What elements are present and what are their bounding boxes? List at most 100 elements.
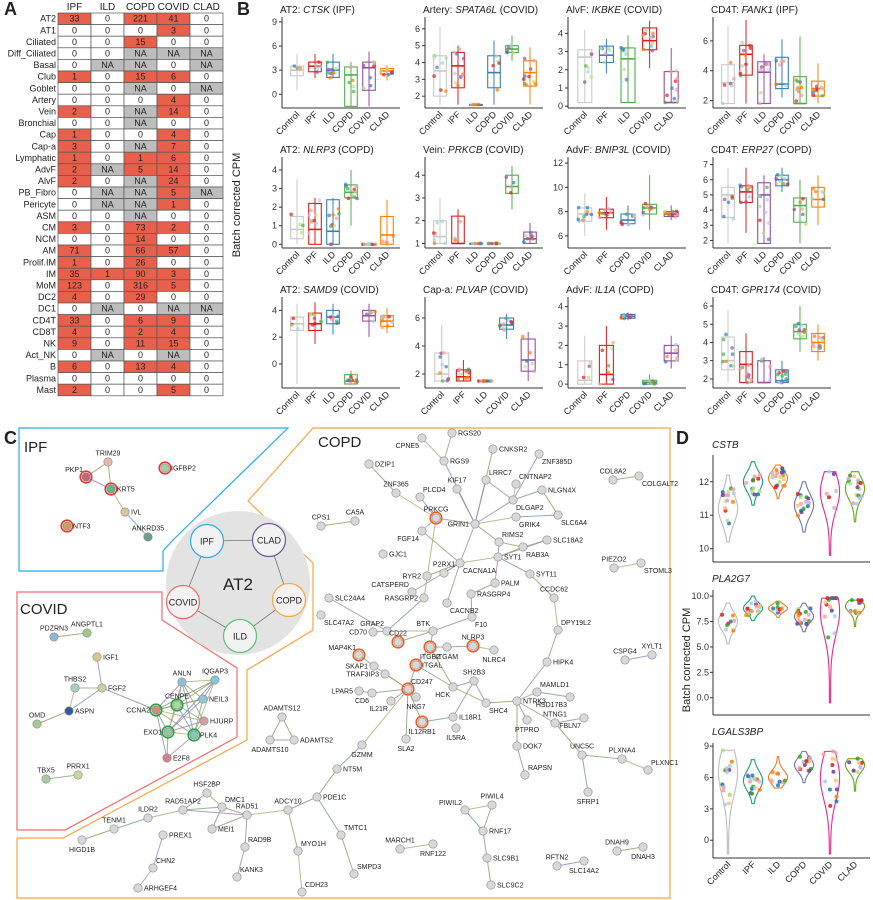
data-point [774, 82, 778, 87]
panel-label-b: B [237, 0, 250, 19]
table-cell-value: 0 [204, 385, 209, 395]
network-node-label: IGF1 [103, 655, 119, 662]
data-point [852, 474, 857, 479]
data-point [641, 33, 645, 38]
y-tick-label: 4 [415, 58, 420, 68]
data-point [738, 183, 742, 187]
table-row-label: IM [46, 269, 56, 279]
data-point [813, 189, 818, 194]
table-cell-value: 0 [204, 95, 209, 105]
network-node-label: IGFBP2 [171, 466, 196, 473]
x-tick-label: Control [274, 109, 302, 137]
table-cell-value: 0 [204, 37, 209, 47]
box-iqr [598, 344, 614, 385]
x-tick-label: IPF [594, 109, 611, 126]
data-point [611, 340, 615, 345]
table-cell-value: 73 [135, 223, 145, 233]
y-tick-label: 1 [558, 360, 563, 370]
highlight-ring [187, 728, 201, 742]
box-iqr [757, 182, 771, 245]
boxplot-title-disease: (COVID) [487, 285, 528, 296]
network-node-label: SLC24A4 [335, 596, 365, 603]
boxplot-title-gene: GPR174 [742, 285, 781, 296]
table-cell-value: 15 [135, 37, 145, 47]
network-edge [316, 796, 342, 836]
boxplot-title: AT2: SAMD9 (COVID) [280, 285, 379, 296]
network-edge [287, 796, 318, 811]
violin-shape [793, 750, 815, 784]
data-point [461, 72, 465, 76]
data-point [759, 65, 764, 69]
data-point [354, 380, 358, 384]
hub-node-label: CLAD [257, 536, 282, 546]
network-node-label: E2F8 [173, 756, 190, 763]
boxplot-title: Cap-a: PLVAP (COVID) [423, 285, 528, 296]
network-node-label: CD70 [349, 630, 367, 637]
network-node [106, 484, 116, 494]
data-point [811, 93, 816, 98]
hub-node-label: ILD [233, 632, 248, 642]
data-point [645, 204, 650, 209]
network-node [636, 558, 646, 568]
network-node-label: COL8A2 [600, 469, 627, 476]
network-edge [497, 556, 531, 575]
network-node-label: NLRP3 [462, 635, 485, 642]
network-node [542, 657, 552, 667]
network-node [452, 484, 462, 494]
data-point [470, 241, 475, 246]
network-node [407, 587, 417, 597]
boxplot-title: AT2: NLRP3 (COPD) [280, 145, 374, 156]
table-cell-value: 0 [105, 246, 110, 256]
boxplot-title-disease: (COVID) [338, 285, 379, 296]
table-cell-value: 0 [204, 153, 209, 163]
y-tick-label: 1 [415, 238, 420, 248]
network-node-label: CD247 [411, 679, 433, 686]
table-cell-value: 0 [105, 339, 110, 349]
data-point [766, 237, 771, 242]
data-point [495, 88, 500, 92]
network-node [77, 835, 87, 845]
network-edge [316, 768, 338, 798]
hub-node-label: COVID [169, 598, 198, 608]
data-point [456, 83, 460, 88]
network-node-label: PLCD4 [423, 487, 446, 494]
network-node-label: PTPRO [515, 727, 540, 734]
table-row-label: AdvF [35, 165, 57, 175]
boxplot-title: Artery: SPATA6L (COVID) [423, 5, 538, 16]
y-tick-label: 2 [272, 332, 277, 342]
boxplot-title-gene: SPATA6L [455, 5, 497, 16]
network-node [534, 449, 544, 459]
data-point [720, 490, 725, 495]
table-cell-value: 0 [72, 373, 77, 383]
data-point [771, 606, 776, 611]
network-edge [536, 691, 571, 698]
box-iqr [451, 51, 465, 89]
highlight-ring [391, 635, 405, 649]
network-node [469, 676, 479, 686]
data-point [757, 472, 762, 477]
network-node [369, 661, 379, 671]
table-cell-value: 0 [204, 315, 209, 325]
box-iqr [308, 202, 322, 245]
data-point [744, 62, 748, 67]
data-point [308, 312, 313, 317]
highlight-ring [401, 682, 415, 696]
data-point [722, 214, 726, 219]
data-point [289, 212, 293, 217]
network-node [312, 792, 322, 802]
data-point [494, 241, 499, 246]
data-point [805, 504, 810, 509]
data-point [527, 74, 531, 79]
network-node [382, 626, 392, 636]
network-node-label: PDE1C [323, 795, 346, 802]
boxplot-title-cell: AdvF: [566, 285, 595, 296]
data-point [606, 363, 611, 368]
network-node [608, 475, 618, 485]
violin-title: LGALS3BP [712, 727, 763, 738]
table-cell-value: 71 [69, 246, 79, 256]
violin-shape [819, 471, 841, 556]
data-point [523, 74, 527, 78]
data-point [509, 320, 513, 324]
y-tick-label: 4 [558, 28, 563, 38]
